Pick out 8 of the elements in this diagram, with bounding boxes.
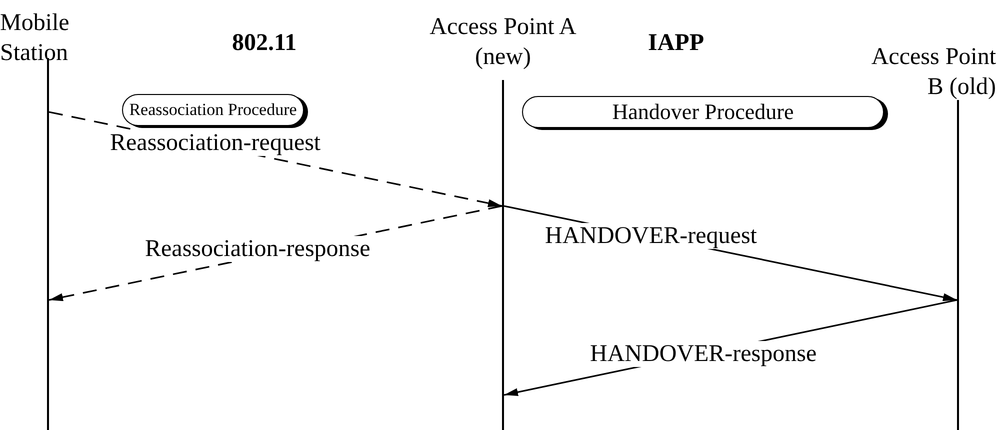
- edge-label: HANDOVER-response: [588, 341, 819, 367]
- protocol-label: IAPP: [648, 29, 704, 58]
- protocol-label: 802.11: [232, 29, 297, 58]
- edge-label: HANDOVER-request: [543, 223, 759, 249]
- participant-label: Access Point A (new): [428, 13, 578, 72]
- participant-label: Mobile Station: [0, 9, 70, 68]
- edge-label: Reassociation-response: [143, 236, 372, 262]
- edge-label: Reassociation-request: [108, 130, 323, 156]
